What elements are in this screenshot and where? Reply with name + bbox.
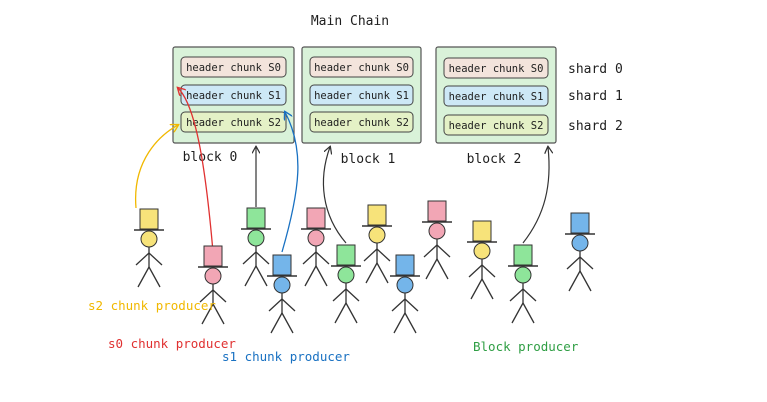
block-1-chunk-s0-label: header chunk S0	[314, 62, 409, 74]
stick-figure-with-top-hat-icon	[362, 204, 392, 284]
producer-yellow-1	[134, 208, 164, 288]
block-2-chunk-s0	[443, 57, 549, 79]
stick-figure-with-top-hat-icon	[467, 220, 497, 300]
block-producer-to-block1-arrow	[322, 147, 347, 244]
stick-figure-with-top-hat-icon	[508, 244, 538, 324]
block-0-chunk-s2-label: header chunk S2	[186, 117, 281, 129]
stick-figure-with-top-hat-icon	[390, 254, 420, 334]
legend-s0-chunk-producer: s0 chunk producer	[108, 336, 236, 351]
producer-green-3	[508, 244, 538, 324]
block-2-chunk-s1-label: header chunk S1	[449, 91, 544, 103]
producer-yellow-2	[362, 204, 392, 284]
producer-yellow-3	[467, 220, 497, 300]
block-1-label: block 1	[341, 152, 396, 167]
legend-block-producer: Block producer	[473, 339, 579, 354]
block-0-chunk-s2	[180, 111, 287, 133]
stick-figure-with-top-hat-icon	[565, 212, 595, 292]
s0-to-block0-arrow	[178, 88, 214, 253]
producer-pink-3	[422, 200, 452, 280]
block-2: header chunk S0 header chunk S1 header c…	[435, 46, 557, 167]
legend-s2-chunk-producer: s2 chunk producer	[88, 298, 216, 313]
block-producer-to-block2-arrow	[522, 147, 549, 244]
block-2-chunk-s2	[443, 114, 549, 136]
block-0: header chunk S0 header chunk S1 header c…	[172, 46, 295, 165]
block-0-chunk-s0-label: header chunk S0	[186, 62, 281, 74]
producer-green-1	[241, 207, 271, 287]
legend-s1-chunk-producer: s1 chunk producer	[222, 349, 350, 364]
block-2-chunk-s0-label: header chunk S0	[449, 63, 544, 75]
stick-figure-with-top-hat-icon	[198, 245, 228, 325]
shard-0-label: shard 0	[568, 62, 623, 77]
producer-pink-1	[198, 245, 228, 325]
producer-blue-3	[565, 212, 595, 292]
stick-figure-with-top-hat-icon	[301, 207, 331, 287]
block-1: header chunk S0 header chunk S1 header c…	[301, 46, 422, 167]
stick-figure-with-top-hat-icon	[134, 208, 164, 288]
producer-green-2	[331, 244, 361, 324]
producer-blue-2	[390, 254, 420, 334]
block-1-chunk-s2-label: header chunk S2	[314, 117, 409, 129]
stick-figure-with-top-hat-icon	[331, 244, 361, 324]
block-2-chunk-s1	[443, 85, 549, 107]
block-0-chunk-s1-label: header chunk S1	[186, 90, 281, 102]
shard-1-label: shard 1	[568, 89, 623, 104]
block-2-label: block 2	[467, 152, 522, 167]
block-1-chunk-s1-label: header chunk S1	[314, 90, 409, 102]
main-chain-title: Main Chain	[311, 14, 389, 29]
shard-2-label: shard 2	[568, 119, 623, 134]
block-0-label: block 0	[183, 150, 238, 165]
stick-figure-with-top-hat-icon	[422, 200, 452, 280]
block-0-chunk-s0	[180, 56, 287, 78]
stick-figure-with-top-hat-icon	[267, 254, 297, 334]
block-2-chunk-s2-label: header chunk S2	[449, 120, 544, 132]
block-1-chunk-s2	[309, 111, 414, 133]
producer-blue-1	[267, 254, 297, 334]
s1-to-block0-arrow	[281, 112, 299, 253]
producer-pink-2	[301, 207, 331, 287]
s2-to-block0-arrow	[135, 125, 178, 209]
block-1-chunk-s1	[309, 84, 414, 106]
block-1-chunk-s0	[309, 56, 414, 78]
stick-figure-with-top-hat-icon	[241, 207, 271, 287]
